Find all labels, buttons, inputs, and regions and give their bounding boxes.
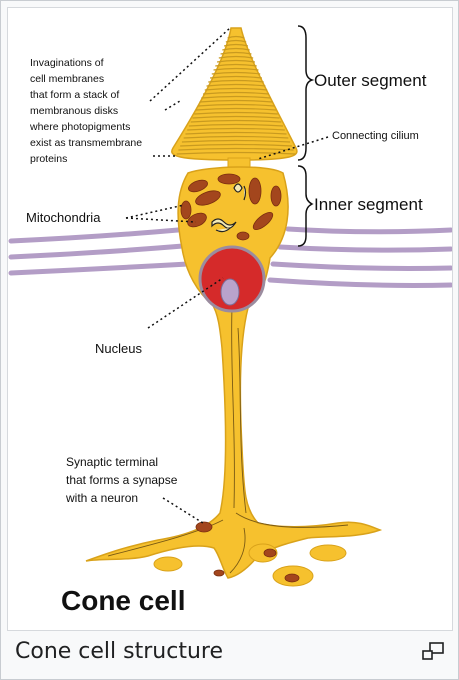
outer-segment-shape	[171, 27, 298, 161]
synaptic-line-2: that forms a synapse	[66, 473, 178, 487]
membranous-disk	[188, 123, 284, 127]
cone-cell-diagram: Invaginations of cell membranes that for…	[8, 25, 452, 616]
membranous-disk	[180, 143, 292, 147]
connecting-cilium-label: Connecting cilium	[332, 130, 419, 142]
membranous-disk	[222, 47, 250, 51]
membranous-disk	[211, 71, 261, 75]
membranous-disk	[227, 35, 245, 39]
diagram-title: Cone cell	[61, 585, 185, 616]
invaginations-line-1: Invaginations of	[30, 57, 104, 69]
membranous-disk	[194, 111, 278, 115]
synaptic-terminal-label: Synaptic terminal that forms a synapse w…	[65, 455, 178, 505]
synaptic-line-1: Synaptic terminal	[66, 455, 158, 469]
membranous-disk	[178, 147, 294, 151]
invaginations-line-4: membranous disks	[30, 105, 118, 117]
membranous-disk	[199, 99, 273, 103]
membranous-disk	[223, 43, 249, 47]
cell-body-shape	[85, 166, 383, 579]
membranous-disk	[192, 115, 280, 119]
nucleus-label: Nucleus	[95, 341, 142, 356]
diagram-image[interactable]: Invaginations of cell membranes that for…	[7, 7, 453, 631]
segment-brackets	[297, 25, 315, 247]
membranous-disk	[209, 75, 263, 79]
membranous-disk	[213, 67, 259, 71]
invaginations-line-3: that form a stack of	[30, 89, 119, 101]
outer-segment-label: Outer segment	[314, 71, 427, 90]
fibres	[107, 307, 349, 574]
synaptic-line-3: with a neuron	[65, 491, 138, 505]
invaginations-line-5: where photopigments	[29, 121, 130, 133]
mitochondria-group	[180, 173, 282, 241]
nucleus-shape	[198, 245, 266, 313]
membranous-disk	[176, 151, 296, 155]
invaginations-label: Invaginations of cell membranes that for…	[29, 57, 142, 165]
membranous-disk	[201, 95, 271, 99]
membranous-disk	[190, 119, 282, 123]
organelle-squiggles	[211, 183, 247, 233]
inner-segment-label: Inner segment	[314, 195, 423, 214]
terminal-mitochondria	[195, 521, 300, 583]
mitochondria-label: Mitochondria	[26, 210, 101, 225]
image-caption: Cone cell structure	[15, 639, 223, 664]
leader-lines	[125, 27, 329, 524]
invaginations-line-7: proteins	[30, 153, 67, 165]
membranous-disk	[183, 135, 289, 139]
membranous-disk	[197, 103, 275, 107]
invaginations-line-2: cell membranes	[30, 73, 104, 85]
membranous-disk	[215, 63, 257, 67]
membranous-disk	[187, 127, 285, 131]
membranous-disk	[218, 55, 254, 59]
membranous-disk	[181, 139, 291, 143]
membranous-disk	[220, 51, 252, 55]
membranous-disk	[202, 91, 270, 95]
magnify-icon[interactable]	[421, 641, 447, 663]
membranous-disk	[225, 39, 247, 43]
membranous-disk	[208, 79, 264, 83]
membranous-disk	[206, 83, 266, 87]
membranous-disk	[195, 107, 277, 111]
membranous-disk	[204, 87, 268, 91]
membranous-disk	[185, 131, 287, 135]
invaginations-line-6: exist as transmembrane	[30, 137, 142, 149]
membranous-disk	[216, 59, 256, 63]
